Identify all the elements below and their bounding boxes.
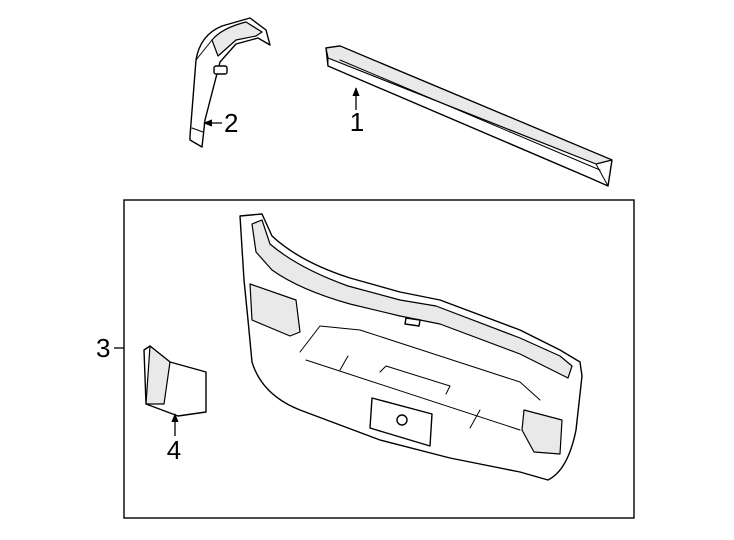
callout-4: 4 bbox=[167, 435, 181, 465]
pillar-trim-part bbox=[189, 17, 271, 148]
assembly-frame bbox=[123, 199, 635, 519]
cover-part bbox=[143, 345, 207, 417]
callout-3: 3 bbox=[96, 333, 110, 363]
callout-2: 2 bbox=[224, 108, 238, 138]
header-trim-part bbox=[325, 45, 613, 187]
liftgate-trim-panel bbox=[239, 213, 583, 481]
callout-1: 1 bbox=[350, 107, 364, 137]
